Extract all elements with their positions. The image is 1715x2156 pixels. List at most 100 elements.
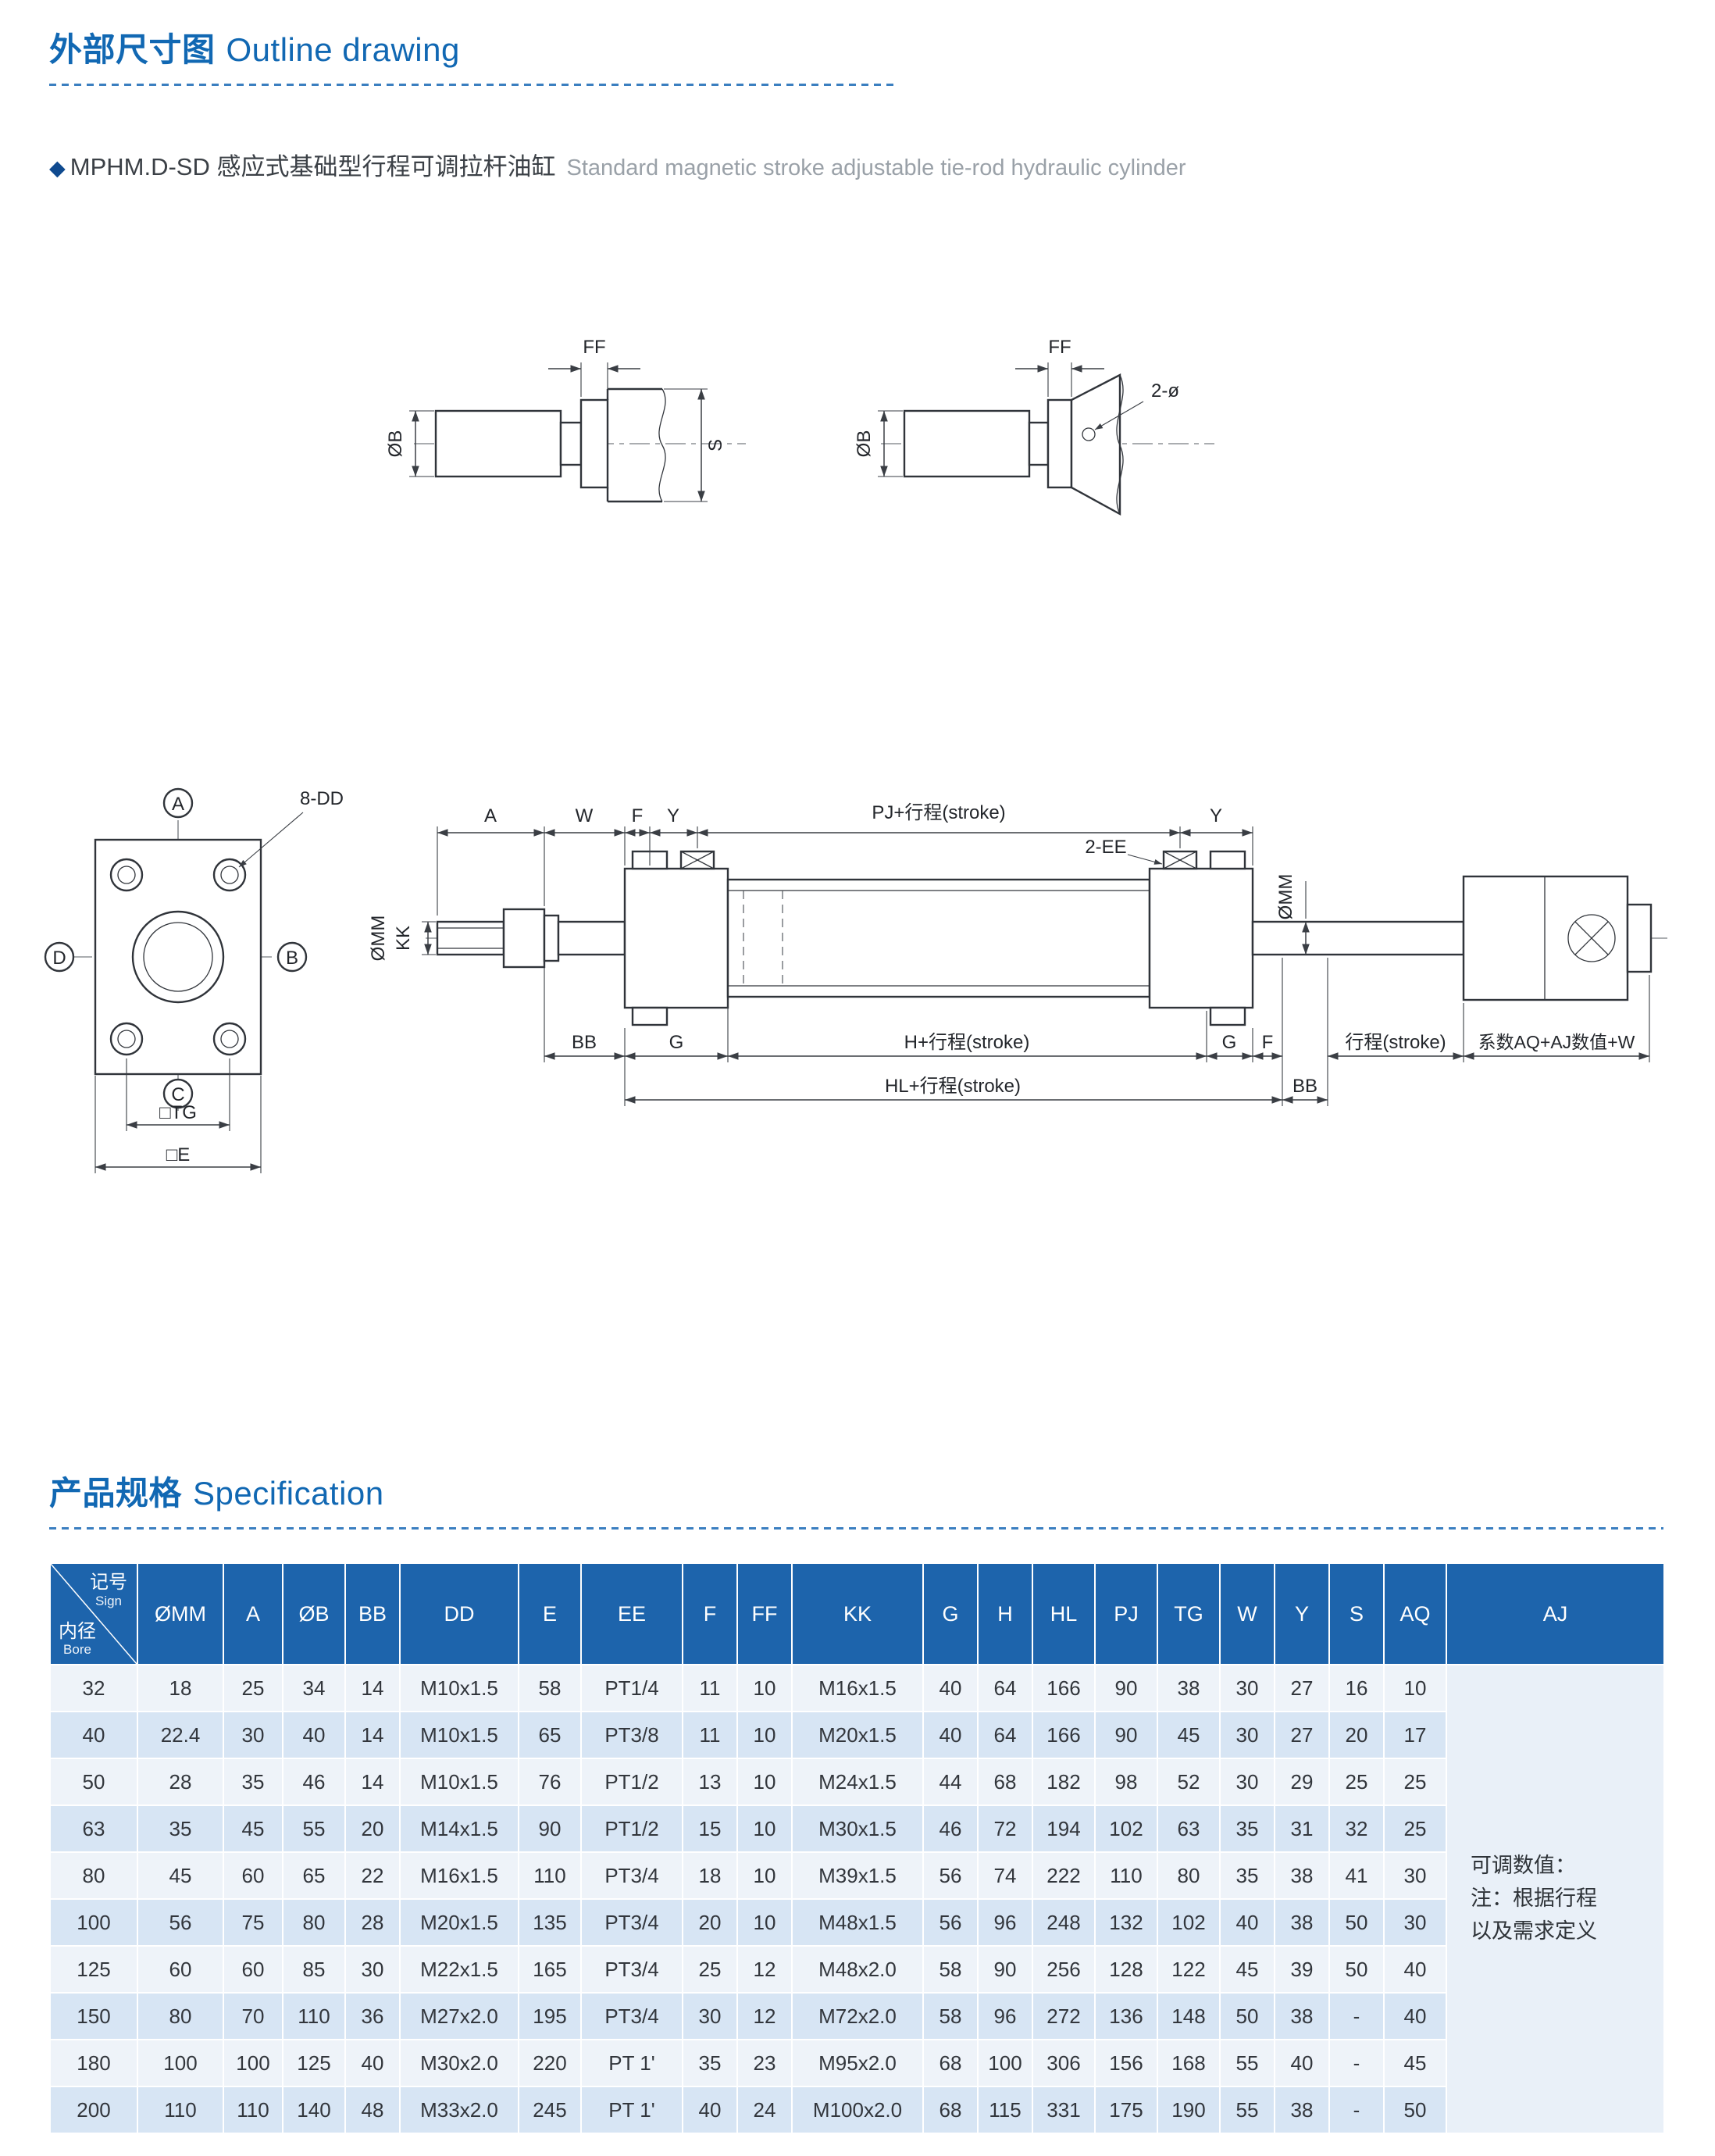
data-cell: 40 — [282, 1711, 346, 1759]
dim-label-phi-mm-1: ØMM — [368, 916, 389, 962]
data-cell: 41 — [1328, 1851, 1385, 1900]
data-cell: PT3/4 — [580, 1898, 683, 1947]
data-cell: M30x2.0 — [399, 2039, 519, 2087]
bore-cell: 150 — [49, 1992, 138, 2040]
data-cell: 90 — [977, 1945, 1033, 1994]
data-cell: 65 — [282, 1851, 346, 1900]
dim-label-bb-1: BB — [572, 1032, 597, 1053]
data-cell: 96 — [977, 1898, 1033, 1947]
data-cell: 45 — [1219, 1945, 1275, 1994]
data-cell: 11 — [682, 1711, 738, 1759]
data-cell: 10 — [736, 1851, 793, 1900]
data-cell: M48x2.0 — [791, 1945, 924, 1994]
data-cell: 331 — [1032, 2086, 1096, 2134]
data-cell: 166 — [1032, 1711, 1096, 1759]
data-cell: 25 — [1383, 1758, 1447, 1806]
data-cell: 25 — [1383, 1804, 1447, 1853]
data-cell: 50 — [1328, 1898, 1385, 1947]
data-cell: 132 — [1094, 1898, 1158, 1947]
data-cell: 68 — [977, 1758, 1033, 1806]
data-cell: 18 — [137, 1664, 224, 1712]
data-cell: 245 — [518, 2086, 582, 2134]
dim-label-a: A — [484, 805, 497, 826]
data-cell: 25 — [682, 1945, 738, 1994]
bore-label-en: Bore — [63, 1642, 91, 1658]
section2-title-zh: 产品规格 — [49, 1475, 183, 1512]
data-cell: PT1/4 — [580, 1664, 683, 1712]
data-cell: 220 — [518, 2039, 582, 2087]
section1-title-zh: 外部尺寸图 — [49, 31, 216, 68]
data-cell: M16x1.5 — [791, 1664, 924, 1712]
dim-label-phi-mm-2: ØMM — [1275, 874, 1296, 920]
data-cell: 35 — [137, 1804, 224, 1853]
data-cell: 10 — [736, 1664, 793, 1712]
data-cell: 40 — [922, 1664, 979, 1712]
data-cell: 272 — [1032, 1992, 1096, 2040]
dashed-rule-2 — [49, 1527, 1663, 1530]
dim-label-phi-b-2: ØB — [854, 430, 875, 458]
header-col-16: Y — [1274, 1562, 1330, 1665]
dim-label-aq-aj: 系数AQ+AJ数值+W — [1478, 1032, 1635, 1052]
data-cell: 165 — [518, 1945, 582, 1994]
outline-drawing: FF ØB S 2-ø FF — [44, 337, 1671, 1173]
data-cell: 25 — [223, 1664, 283, 1712]
data-cell: 45 — [223, 1804, 283, 1853]
label-two-ee: 2-EE — [1085, 837, 1126, 858]
data-cell: M10x1.5 — [399, 1664, 519, 1712]
dim-label-g-2: G — [1222, 1032, 1237, 1053]
product-line: ◆ MPHM.D-SD 感应式基础型行程可调拉杆油缸 Standard magn… — [49, 147, 1186, 182]
dim-label-stroke: 行程(stroke) — [1345, 1032, 1446, 1053]
data-cell: M20x1.5 — [399, 1898, 519, 1947]
header-col-13: PJ — [1094, 1562, 1158, 1665]
view-label-b: B — [286, 948, 298, 969]
bore-cell: 125 — [49, 1945, 138, 1994]
data-cell: 55 — [1219, 2039, 1275, 2087]
data-cell: 32 — [1328, 1804, 1385, 1853]
data-cell: 64 — [977, 1711, 1033, 1759]
data-cell: 35 — [1219, 1804, 1275, 1853]
data-cell: 100 — [137, 2039, 224, 2087]
data-cell: 18 — [682, 1851, 738, 1900]
rod-end-view-left: FF ØB S — [385, 337, 746, 503]
data-cell: 38 — [1274, 2086, 1330, 2134]
data-cell: 10 — [1383, 1664, 1447, 1712]
data-cell: 64 — [977, 1664, 1033, 1712]
dim-label-y-2: Y — [1210, 805, 1222, 826]
header-col-7: F — [682, 1562, 738, 1665]
data-cell: 44 — [922, 1758, 979, 1806]
data-cell: 222 — [1032, 1851, 1096, 1900]
dim-label-h-stroke: H+行程(stroke) — [904, 1032, 1030, 1053]
data-cell: 122 — [1157, 1945, 1221, 1994]
data-cell: 125 — [282, 2039, 346, 2087]
product-name-en: Standard magnetic stroke adjustable tie-… — [566, 155, 1186, 180]
bore-label: 内径 — [59, 1620, 96, 1642]
data-cell: 98 — [1094, 1758, 1158, 1806]
label-eight-dd: 8-DD — [300, 788, 344, 809]
data-cell: 36 — [344, 1992, 401, 2040]
product-name-zh: MPHM.D-SD 感应式基础型行程可调拉杆油缸 — [70, 153, 556, 180]
data-cell: 110 — [282, 1992, 346, 2040]
data-cell: 110 — [137, 2086, 224, 2134]
data-cell: 10 — [736, 1758, 793, 1806]
data-cell: 15 — [682, 1804, 738, 1853]
data-cell: M16x1.5 — [399, 1851, 519, 1900]
data-cell: PT 1' — [580, 2039, 683, 2087]
data-cell: 136 — [1094, 1992, 1158, 2040]
header-col-3: BB — [344, 1562, 401, 1665]
bore-cell: 40 — [49, 1711, 138, 1759]
data-cell: 25 — [1328, 1758, 1385, 1806]
data-cell: 30 — [682, 1992, 738, 2040]
data-cell: 190 — [1157, 2086, 1221, 2134]
view-label-c: C — [171, 1084, 184, 1105]
header-col-0: ØMM — [137, 1562, 224, 1665]
data-cell: PT3/4 — [580, 1992, 683, 2040]
data-cell: 24 — [736, 2086, 793, 2134]
data-cell: 38 — [1274, 1851, 1330, 1900]
